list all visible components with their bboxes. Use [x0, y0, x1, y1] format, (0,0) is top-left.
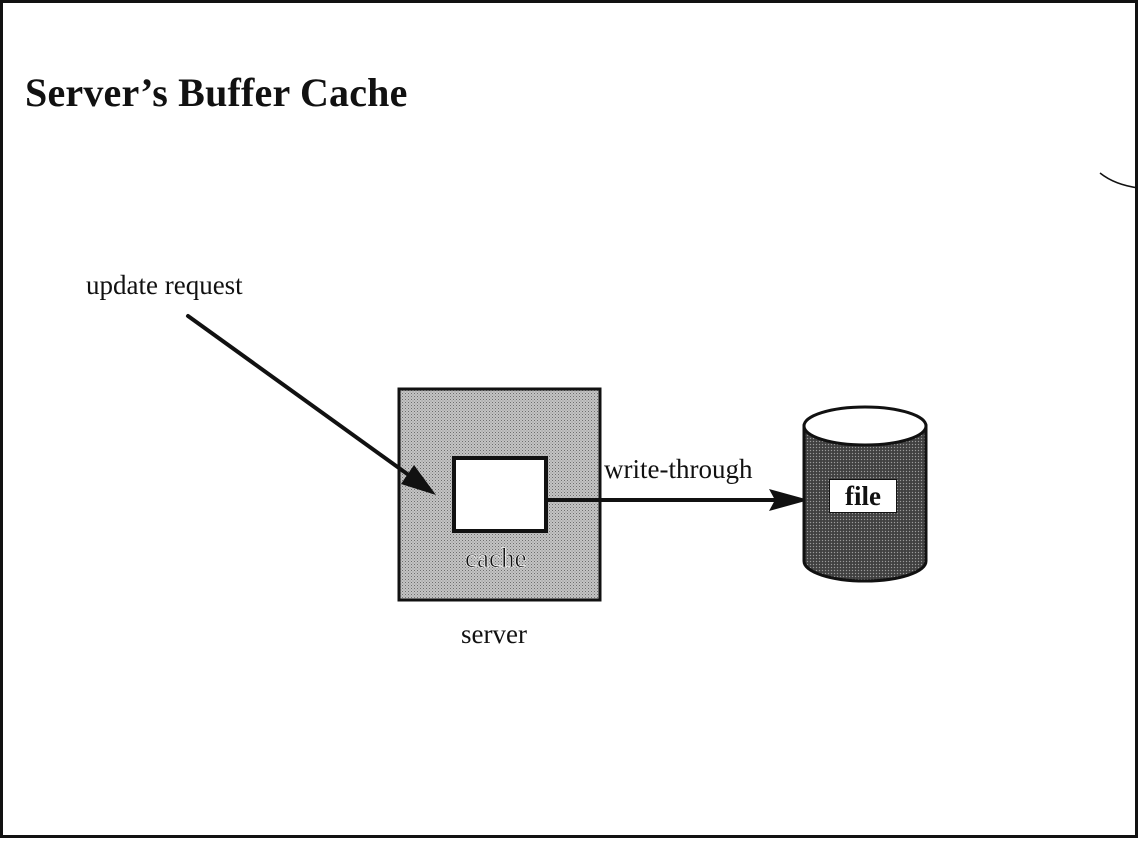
slide-title: Server’s Buffer Cache [25, 70, 408, 115]
update-arrow-head [401, 465, 436, 495]
write-through-label: write-through [604, 454, 753, 484]
cache-label: cache [465, 543, 527, 574]
update-arrow-line [186, 314, 419, 483]
cache-box [452, 456, 548, 533]
write-arrow-head [769, 489, 809, 511]
server-label: server [461, 619, 527, 649]
update-request-label: update request [86, 270, 243, 300]
corner-mark [1099, 172, 1138, 189]
diagram-canvas [186, 172, 1138, 602]
file-label: file [829, 479, 897, 513]
disk-top [802, 405, 928, 447]
